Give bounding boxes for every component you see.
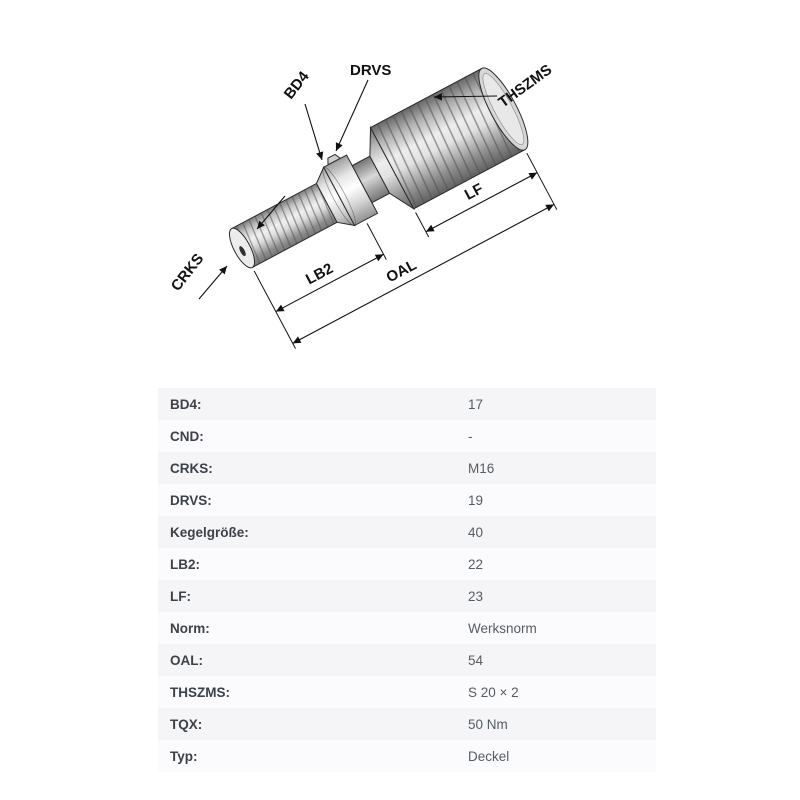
spec-row: Kegelgröße: 40 [158,516,656,548]
spec-row: LB2: 22 [158,548,656,580]
spec-value: 40 [468,524,484,540]
spec-value: Werksnorm [468,620,537,636]
spec-row: Typ: Deckel [158,740,656,772]
spec-label: LF: [170,588,191,604]
spec-label: Typ: [170,748,198,764]
spec-row: CRKS: M16 [158,452,656,484]
ext-line-right [526,152,558,210]
spec-label: THSZMS: [170,684,230,700]
dim-label-bd4: BD4 [281,68,313,103]
spec-label: BD4: [170,396,202,412]
part-body: LB2 LF OAL [228,67,558,349]
center-hole [239,246,246,257]
spec-value: 54 [468,652,484,668]
crks-leader-lower [198,265,228,300]
crks-leader-upper [256,195,286,230]
spec-row: TQX: 50 Nm [158,708,656,740]
dim-line-lb2 [275,253,384,313]
spec-label: Kegelgröße: [170,524,249,540]
spec-value: 50 Nm [468,716,508,732]
spec-value: S 20 × 2 [468,684,519,700]
spec-label: OAL: [170,652,203,668]
bd4-leader [304,103,324,161]
spec-row: DRVS: 19 [158,484,656,516]
dim-label-drvs: DRVS [350,62,391,79]
spec-label: TQX: [170,716,203,732]
spec-row: THSZMS: S 20 × 2 [158,676,656,708]
spec-row: OAL: 54 [158,644,656,676]
spec-value: 19 [468,492,484,508]
spec-label: CND: [170,428,204,444]
spec-row: LF: 23 [158,580,656,612]
spec-value: 22 [468,556,484,572]
thszms-leader [433,93,498,101]
spec-row: BD4: 17 [158,388,656,420]
dim-label-crks: CRKS [168,250,208,294]
dim-label-lf: LF [462,180,486,204]
ext-line-lf [415,212,430,238]
spec-label: DRVS: [170,492,212,508]
spec-value: M16 [468,460,495,476]
spec-value: 23 [468,588,484,604]
spec-value: Deckel [468,748,510,764]
pull-stud-diagram: LB2 LF OAL CRKS BD4 DRVS THSZMS [0,0,800,382]
spec-value: 17 [468,396,484,412]
spec-label: Norm: [170,620,210,636]
spec-value: - [468,428,473,444]
spec-row: CND: - [158,420,656,452]
ext-line-left [253,270,296,349]
spec-row: Norm: Werksnorm [158,612,656,644]
spec-label: CRKS: [170,460,213,476]
dim-label-lb2: LB2 [303,260,336,288]
spec-label: LB2: [170,556,200,572]
spec-table: BD4: 17 CND: - CRKS: M16 DRVS: 19 Kegelg… [158,388,656,772]
dim-line-oal [292,203,555,344]
drvs-leader [335,79,369,152]
pull-stud-drawing: LB2 LF OAL CRKS BD4 DRVS THSZMS [168,61,558,349]
dim-label-oal: OAL [384,256,420,286]
